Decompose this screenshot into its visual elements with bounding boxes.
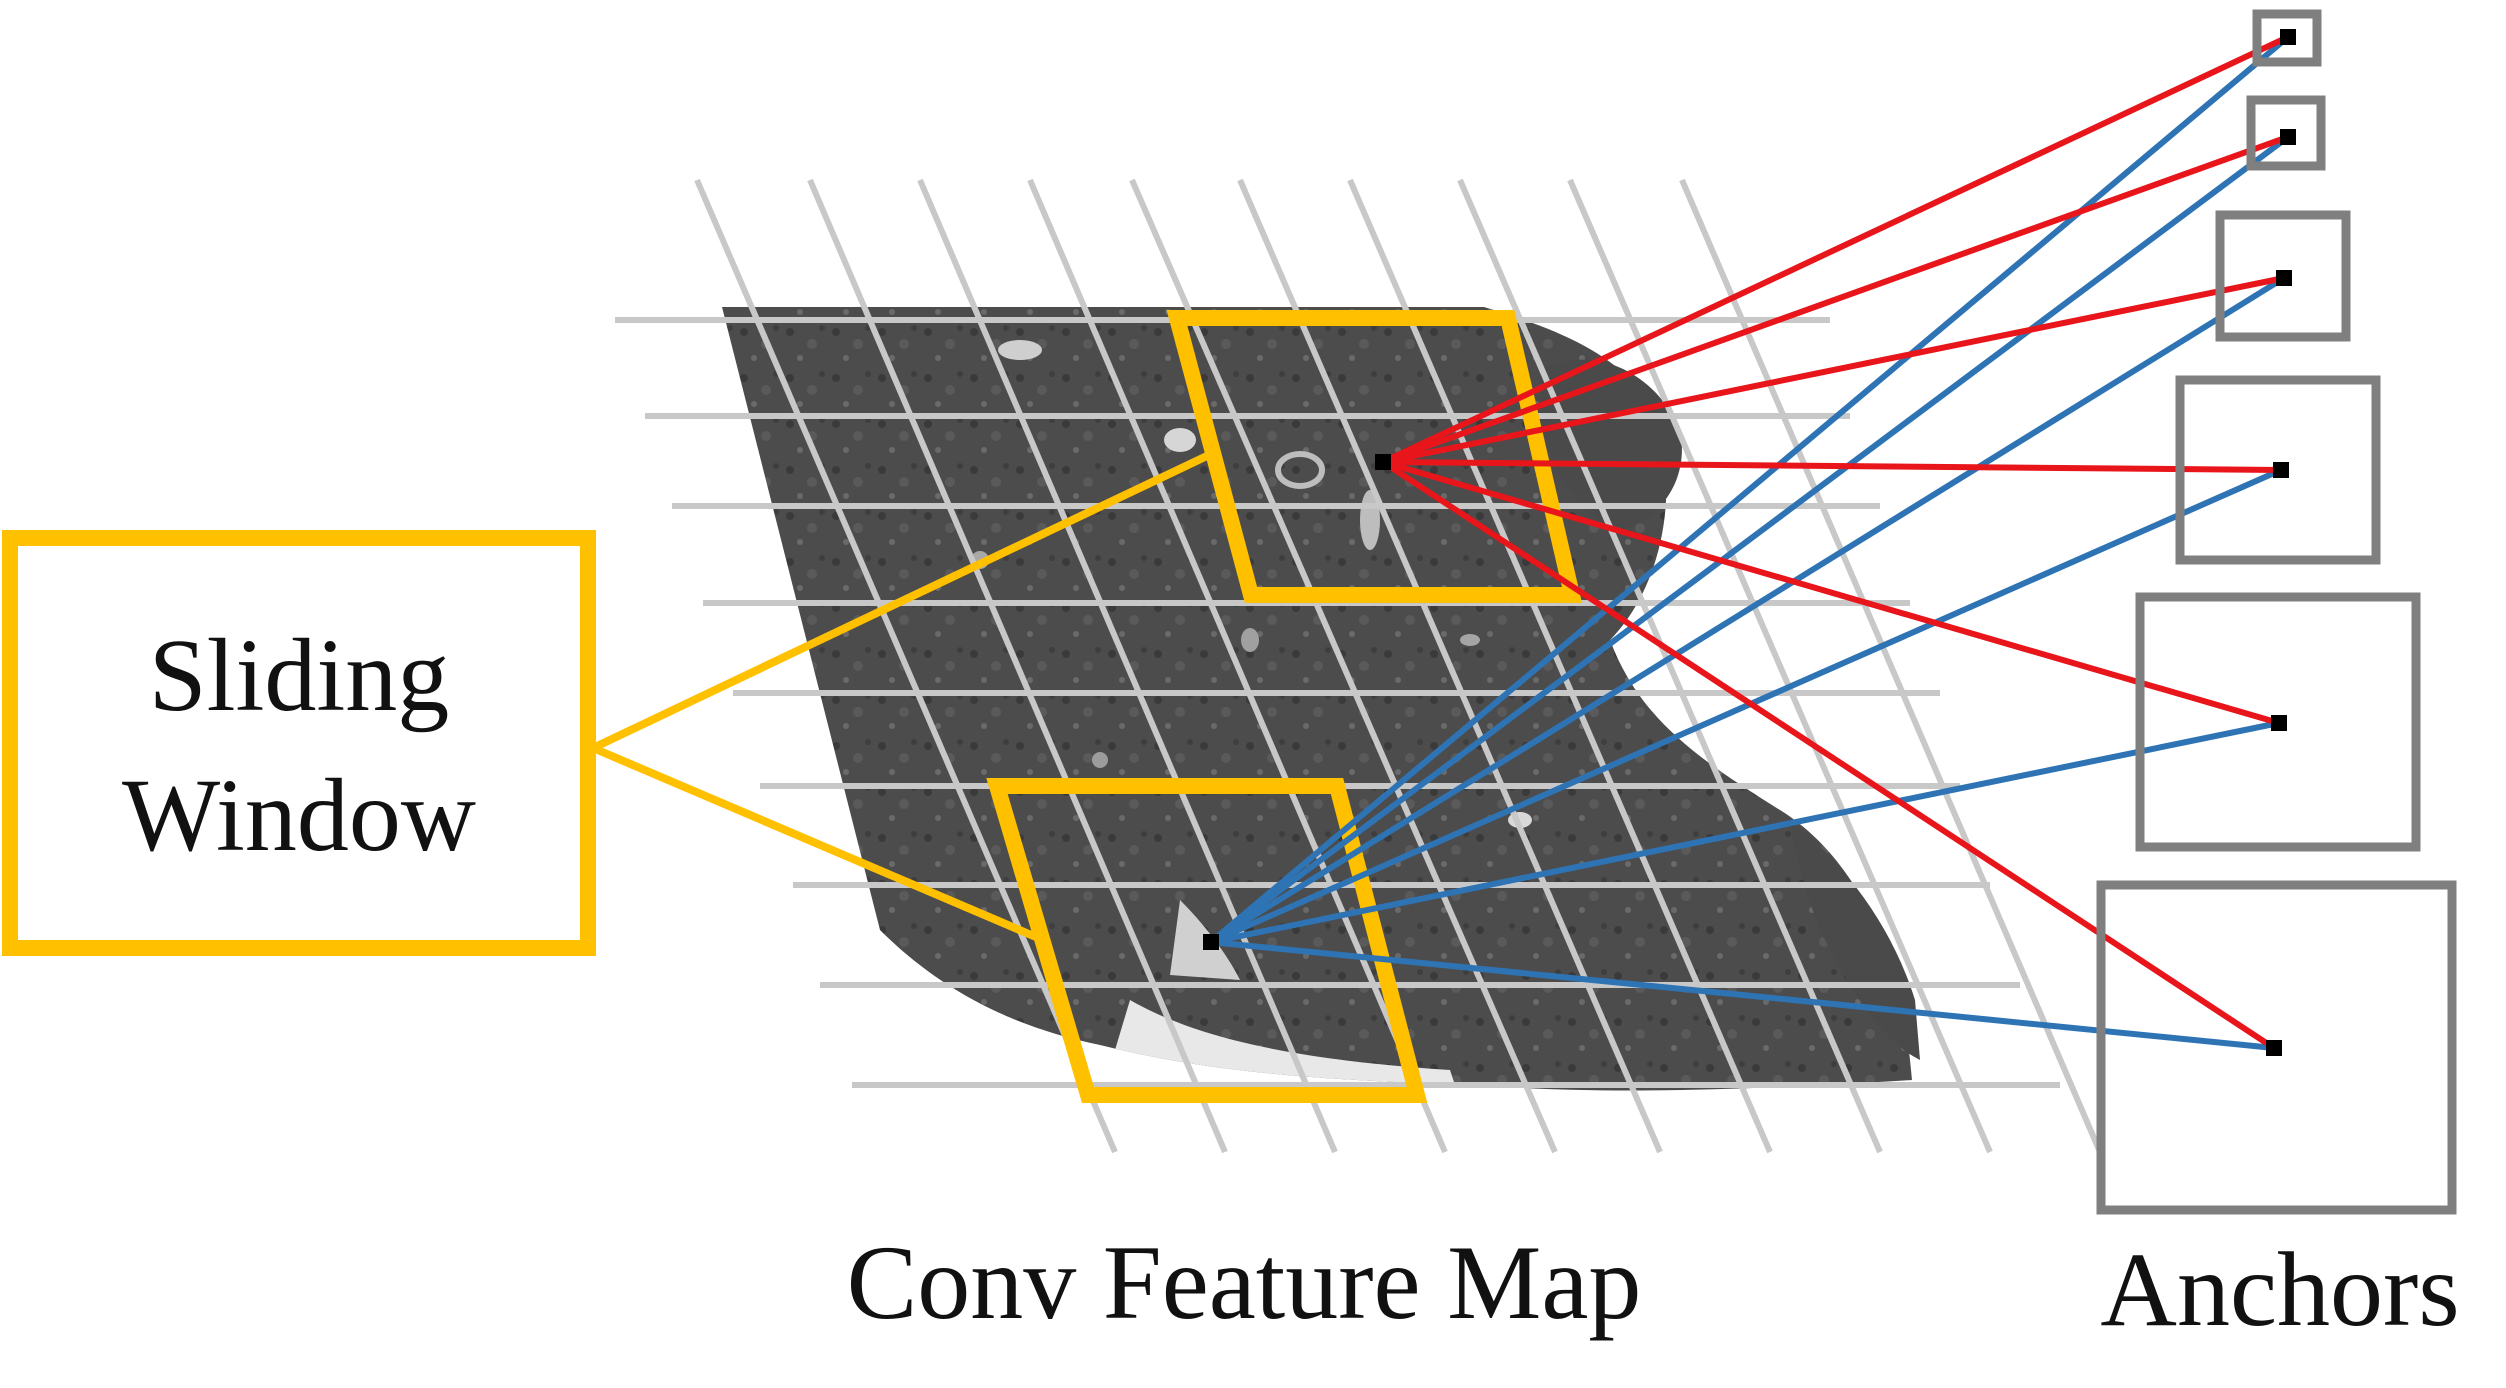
anchor-box	[2096, 880, 2457, 1215]
connection-line-red	[1382, 459, 2280, 726]
window-center-dot	[1375, 454, 1391, 470]
anchor-box	[2215, 210, 2351, 342]
connection-line-blue	[1209, 467, 2283, 945]
grid-line-diagonal	[1129, 178, 1558, 1154]
grid-line-diagonal	[807, 178, 1228, 1154]
anchors-label: Anchors	[2100, 1231, 2459, 1348]
sliding-window-lower	[986, 778, 1428, 1103]
anchor-center-dot	[2280, 129, 2296, 145]
callout-connector-lower	[591, 744, 1045, 944]
sliding-window-label-line1: Sliding	[149, 618, 450, 733]
sliding-window-label-line2: Window	[122, 758, 476, 873]
anchor-center-dot	[2273, 462, 2289, 478]
grid-line-diagonal	[1457, 178, 1883, 1154]
grid-line-diagonal	[1679, 178, 2103, 1154]
connection-line-red	[1381, 459, 2276, 1051]
feature-map-label: Conv Feature Map	[847, 1224, 1642, 1341]
connection-line-red	[1381, 34, 2290, 465]
anchor-center-dot	[2280, 29, 2296, 45]
sliding-window-callout	[2, 530, 596, 956]
connection-line-blue	[1209, 275, 2286, 945]
grid-line-diagonal	[1237, 178, 1663, 1154]
anchor-center-dot	[2276, 270, 2292, 286]
grid-line-diagonal	[694, 178, 1118, 1154]
callout-connector-upper	[591, 451, 1211, 752]
anchor-box	[2135, 592, 2421, 852]
connection-line-blue	[1209, 134, 2290, 945]
grid-line-diagonal	[917, 178, 1338, 1154]
connection-line-blue	[1209, 34, 2290, 945]
anchor-boxes	[1203, 9, 2457, 1215]
anchor-box	[2175, 375, 2381, 565]
grid-line-diagonal	[1027, 178, 1448, 1154]
anchor-center-dot	[2266, 1040, 2282, 1056]
anchor-connections	[1209, 34, 2290, 1051]
anchor-box	[2246, 95, 2326, 171]
connection-line-red	[1382, 459, 2282, 473]
anchor-box	[2252, 9, 2322, 67]
sliding-window-upper	[1166, 310, 1583, 603]
connection-line-red	[1381, 134, 2290, 465]
anchor-center-dot	[2271, 715, 2287, 731]
window-center-dot	[1203, 934, 1219, 950]
connection-line-blue	[1210, 720, 2280, 945]
connection-line-red	[1382, 275, 2285, 465]
